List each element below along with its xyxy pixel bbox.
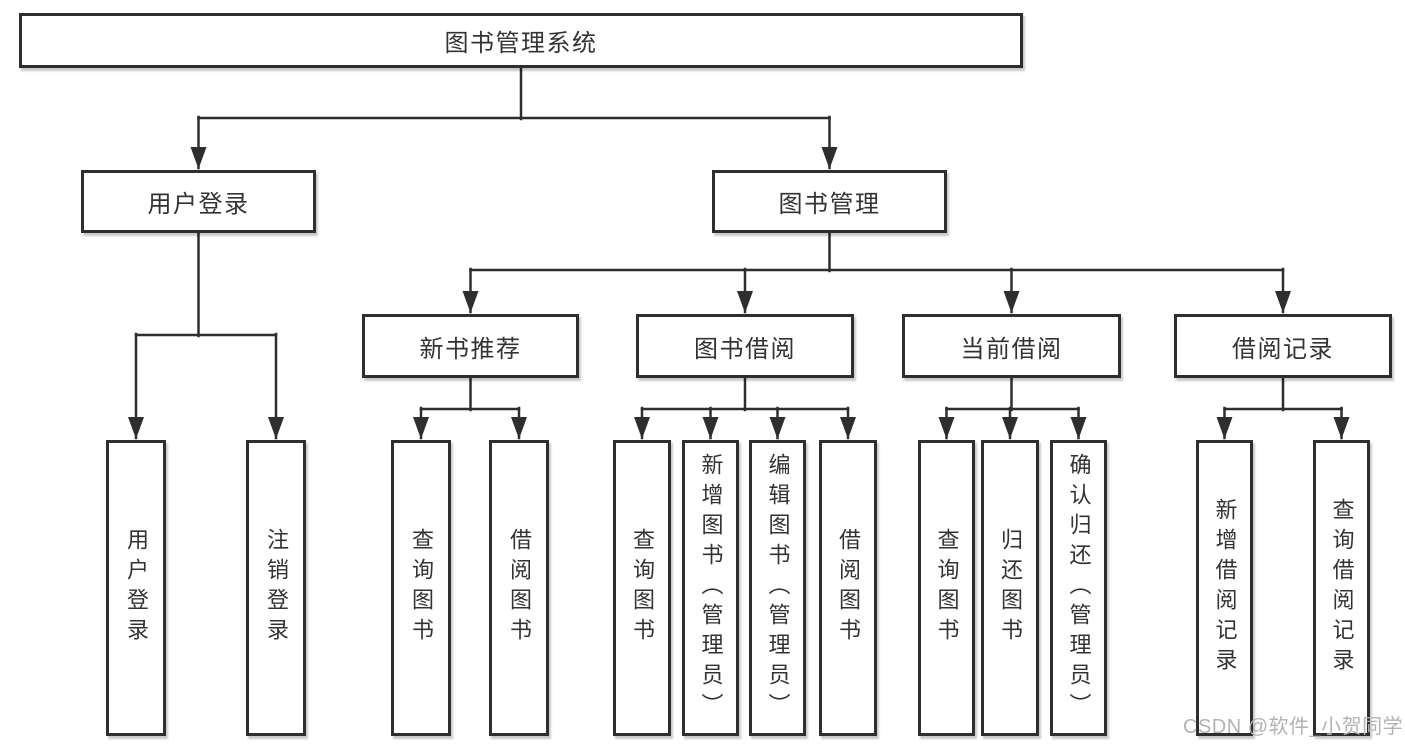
leaf-borrow-books-label: 借阅图书 — [836, 528, 861, 648]
leaf-user-login-label: 用户登录 — [124, 528, 149, 648]
leaf-query-books-recommend-label: 查询图书 — [409, 528, 434, 648]
leaf-query-books-current-label: 查询图书 — [934, 528, 960, 648]
node-new-book-recommend: 新书推荐 — [362, 314, 579, 378]
leaf-logout-label: 注销登录 — [264, 528, 289, 648]
connector-current-borrow-children — [938, 376, 1087, 440]
node-borrow-records: 借阅记录 — [1174, 314, 1392, 378]
node-root: 图书管理系统 — [19, 13, 1023, 68]
leaf-edit-books-admin-label: 编辑图书（管理员） — [765, 453, 791, 723]
node-current-borrow-label: 当前借阅 — [960, 335, 1063, 363]
connector-borrow-records-children — [1216, 376, 1350, 440]
leaf-add-borrow-record: 新增借阅记录 — [1196, 440, 1253, 736]
leaf-query-borrow-record-label: 查询借阅记录 — [1329, 498, 1355, 678]
leaf-return-books: 归还图书 — [981, 440, 1039, 736]
node-book-management-label: 图书管理 — [778, 191, 881, 218]
leaf-confirm-return-admin: 确认归还（管理员） — [1050, 440, 1107, 736]
node-user-login-label: 用户登录 — [147, 191, 250, 218]
connector-book-borrow-children — [634, 376, 856, 440]
leaf-return-books-label: 归还图书 — [998, 528, 1023, 648]
connector-root-to-level2 — [190, 66, 838, 170]
node-root-label: 图书管理系统 — [444, 30, 598, 57]
leaf-query-borrow-record: 查询借阅记录 — [1313, 440, 1370, 736]
connector-book-management-children — [462, 231, 1291, 314]
leaf-query-books-recommend: 查询图书 — [391, 440, 451, 736]
connector-new-book-recommend-children — [413, 376, 527, 440]
node-book-management: 图书管理 — [712, 170, 947, 233]
leaf-borrow-books: 借阅图书 — [819, 440, 877, 736]
connector-user-login-children — [128, 231, 284, 440]
leaf-query-books-borrow-label: 查询图书 — [630, 528, 655, 648]
leaf-borrow-books-recommend: 借阅图书 — [489, 440, 549, 736]
node-book-borrow: 图书借阅 — [636, 314, 854, 378]
leaf-confirm-return-admin-label: 确认归还（管理员） — [1066, 453, 1092, 723]
node-user-login: 用户登录 — [81, 170, 316, 233]
node-borrow-records-label: 借阅记录 — [1232, 335, 1334, 363]
leaf-logout: 注销登录 — [246, 440, 306, 736]
leaf-borrow-books-recommend-label: 借阅图书 — [507, 528, 532, 648]
watermark: CSDN @软件_小贺同学 — [1183, 716, 1404, 738]
leaf-add-books-admin-label: 新增图书（管理员） — [698, 453, 724, 723]
node-book-borrow-label: 图书借阅 — [694, 335, 796, 363]
node-current-borrow: 当前借阅 — [902, 314, 1121, 378]
leaf-query-books-current: 查询图书 — [918, 440, 975, 736]
leaf-add-books-admin: 新增图书（管理员） — [682, 440, 739, 736]
leaf-user-login: 用户登录 — [106, 440, 166, 736]
leaf-add-borrow-record-label: 新增借阅记录 — [1212, 498, 1238, 678]
leaf-query-books-borrow: 查询图书 — [613, 440, 671, 736]
node-new-book-recommend-label: 新书推荐 — [419, 335, 522, 363]
leaf-edit-books-admin: 编辑图书（管理员） — [749, 440, 806, 736]
